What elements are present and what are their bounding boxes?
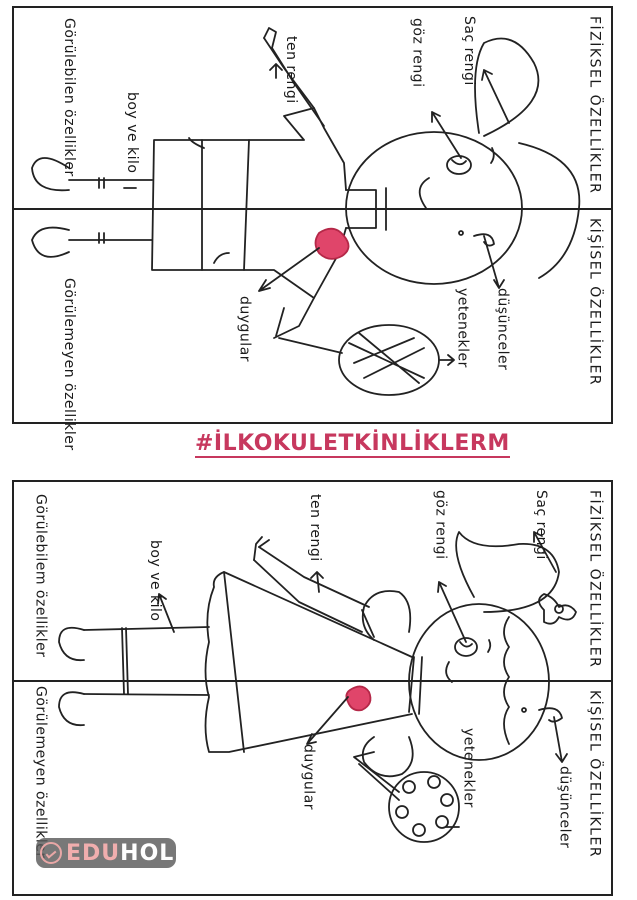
- worksheet-panel-girl: FİZİKSEL ÖZELLİKLER KİŞİSEL ÖZELLİKLER G…: [12, 480, 613, 896]
- label-thoughts: düşünceler: [494, 288, 511, 371]
- girl-bow: [538, 593, 577, 625]
- label-hair-color: Saç rengi: [461, 16, 477, 86]
- watermark-text-edu: EDU: [66, 840, 121, 866]
- label-visible-traits: Görülebilem özellikler: [32, 494, 49, 658]
- boy-cap: [474, 37, 540, 137]
- heart-icon: [314, 227, 350, 260]
- label-skin-color: ten rengi: [307, 494, 323, 562]
- tennis-racket: [338, 324, 440, 396]
- header-personal-traits: KİŞİSEL ÖZELLİKLER: [586, 690, 603, 859]
- label-invisible-traits: Görülemeyen özellikler: [32, 686, 49, 859]
- watermark-text-hol: HOL: [120, 840, 175, 866]
- hashtag-banner: #İLKOKULETKİNLİKLERM: [195, 431, 510, 458]
- label-invisible-traits: Görülemeyen özellikler: [61, 278, 77, 451]
- label-hair-color: Saç rengi: [533, 490, 549, 560]
- eduhol-watermark: EDU HOL: [36, 838, 176, 868]
- heart-icon: [345, 685, 372, 712]
- girl-eye: [454, 637, 478, 657]
- label-eye-color: göz rengi: [409, 18, 426, 88]
- panel-divider: [14, 680, 611, 682]
- label-talents: yetenekler: [454, 288, 471, 368]
- boy-figure-illustration: [31, 27, 581, 396]
- boy-shoe-left: [31, 157, 70, 192]
- label-talents: yetenekler: [460, 728, 477, 808]
- boy-shoe-right: [31, 226, 70, 258]
- girl-shoe-right: [58, 691, 85, 727]
- label-visible-traits: Görülebilen özellikler: [61, 18, 77, 177]
- label-height-weight: boy ve kilo: [147, 540, 163, 622]
- label-height-weight: boy ve kilo: [124, 92, 140, 174]
- girl-ponytail: [455, 531, 560, 613]
- label-eye-color: göz rengi: [432, 490, 449, 560]
- panel-divider: [14, 208, 611, 210]
- eduhol-logo-icon: [40, 842, 62, 864]
- worksheet-panel-boy: FİZİKSEL ÖZELLİKLER KİŞİSEL ÖZELLİKLER G…: [12, 6, 613, 451]
- header-personal-traits: KİŞİSEL ÖZELLİKLER: [586, 218, 603, 387]
- boy-head: [345, 131, 523, 285]
- label-skin-color: ten rengi: [283, 36, 299, 104]
- girl-figure-illustration: [58, 531, 577, 843]
- label-feelings: duygular: [300, 744, 317, 811]
- label-thoughts: düşünceler: [556, 766, 573, 849]
- paint-palette: [388, 771, 460, 843]
- girl-shoe-left: [58, 626, 85, 662]
- girl-head: [408, 603, 550, 761]
- header-physical-traits: FİZİKSEL ÖZELLİKLER: [586, 490, 603, 669]
- header-physical-traits: FİZİKSEL ÖZELLİKLER: [586, 16, 603, 195]
- label-feelings: duygular: [236, 296, 253, 363]
